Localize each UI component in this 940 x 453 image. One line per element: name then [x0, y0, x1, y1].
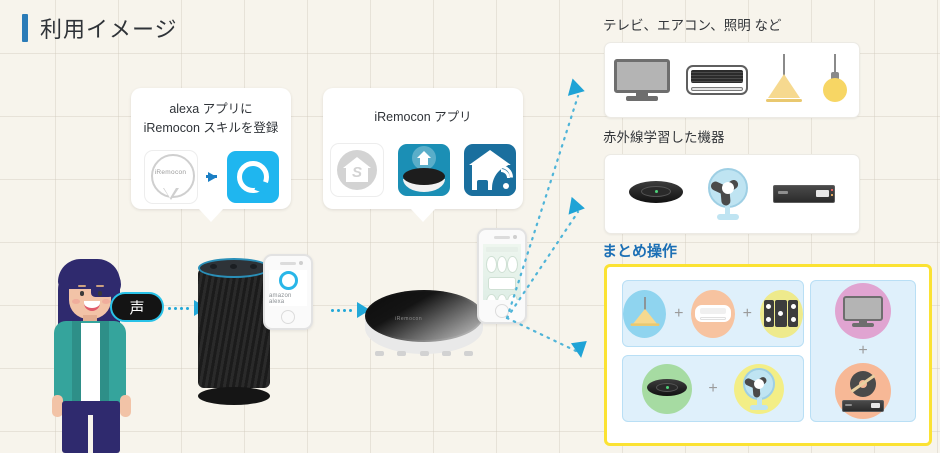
panel-ir-standard: [604, 42, 860, 118]
plus-icon: +: [742, 304, 752, 322]
card-alexa-setup-line2: iRemocon スキルを登録: [143, 120, 279, 135]
iremocon-hub-device: iRemocon: [365, 290, 483, 362]
panel-label-ir-learned: 赤外線学習した機器: [603, 130, 725, 145]
plus-icon: +: [674, 304, 684, 322]
disc-icon: [850, 371, 876, 397]
card-iremocon-app-title: iRemocon アプリ: [374, 110, 472, 124]
house-s-logo-icon: S: [330, 142, 384, 197]
plus-icon: +: [708, 379, 718, 397]
page-title-text: 利用イメージ: [40, 17, 178, 42]
iremocon-hub-app-icon: [398, 143, 450, 196]
voice-badge: 声: [110, 292, 164, 322]
air-conditioner-icon: [686, 65, 748, 95]
alexa-app-icon: [226, 150, 279, 203]
wifi-house-app-icon: [464, 143, 516, 196]
robot-vacuum-icon: [629, 181, 683, 207]
scene1-lamp-bubble: [623, 289, 667, 338]
card-tail: [198, 208, 224, 222]
card-alexa-setup-title: alexa アプリに iRemocon スキルを登録: [131, 88, 291, 138]
plus-icon: +: [858, 342, 868, 359]
card-alexa-setup: alexa アプリに iRemocon スキルを登録 iRemocon: [131, 88, 291, 222]
title-accent-bar: [22, 14, 28, 42]
electric-fan-icon: [707, 168, 749, 220]
scene1-ac-bubble: [691, 289, 735, 338]
scene3-tv-bubble: [835, 283, 891, 339]
hub-brand-label: iRemocon: [395, 316, 423, 322]
scene-group-2[interactable]: +: [622, 355, 804, 422]
card-alexa-setup-line1: alexa アプリに: [169, 102, 253, 116]
matome-label: まとめ操作: [602, 243, 678, 260]
alexa-app-label: amazon alexa: [269, 293, 292, 305]
arrow-right-icon: [205, 171, 217, 182]
iremocon-pin-logo-icon: iRemocon: [143, 149, 198, 204]
card-iremocon-app: iRemocon アプリ S: [323, 88, 523, 222]
phone-iremocon-app: [477, 228, 527, 324]
panel-ir-learned: [604, 154, 860, 234]
alexa-ring-icon: [278, 271, 298, 290]
scene3-disc-player-bubble: [835, 363, 891, 419]
dvd-player-icon: [773, 185, 835, 203]
scene1-stereo-bubble: [759, 289, 804, 338]
scene2-vacuum-bubble: [642, 363, 693, 414]
matome-box: + +: [604, 264, 932, 446]
phone-alexa-app: amazon alexa: [263, 254, 313, 330]
page-title: 利用イメージ: [22, 12, 178, 44]
card-tail: [410, 208, 436, 222]
pendant-lamp-icon: [764, 54, 804, 106]
scene-group-1[interactable]: + +: [622, 280, 804, 347]
user-illustration: [36, 255, 146, 453]
scene2-fan-bubble: [733, 363, 784, 414]
hanging-bulb-icon: [820, 54, 850, 106]
amazon-echo-device: [198, 258, 270, 405]
scene-group-3[interactable]: +: [810, 280, 916, 422]
tv-icon: [614, 59, 670, 101]
panel-label-ir-standard: テレビ、エアコン、照明 など: [603, 18, 782, 33]
